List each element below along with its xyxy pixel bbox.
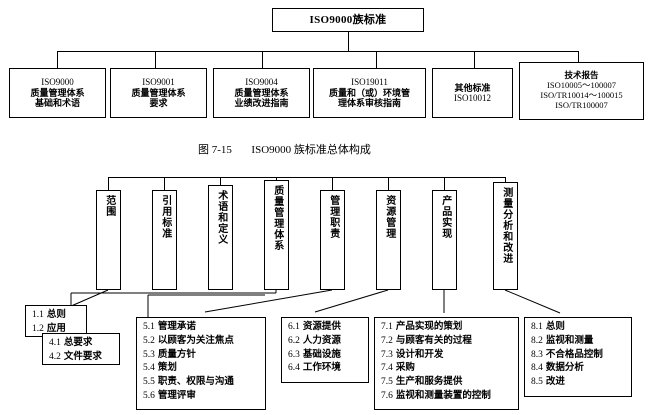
node-iso9000: ISO9000 质量管理体系 基础和术语 bbox=[9, 68, 106, 118]
node-iso9001: ISO9001 质量管理体系 要求 bbox=[110, 68, 207, 118]
root-node-label: ISO9000族标准 bbox=[309, 13, 387, 26]
clause-box-measurement-analysis-improvement: 测量分析和改进 bbox=[493, 182, 518, 290]
clause-box-quality-management-system: 质量管理体系 bbox=[264, 180, 289, 290]
caption-number: 图 7-15 bbox=[198, 144, 232, 156]
node-line: 其他标准 bbox=[454, 82, 491, 93]
clause-box-terms-and-definitions: 术语和定义 bbox=[208, 185, 233, 290]
clause-label: 引用标准 bbox=[159, 195, 171, 239]
node-line: 业绩改进指南 bbox=[234, 98, 289, 109]
caption-title: ISO9000 族标准总体构成 bbox=[251, 144, 371, 156]
node-line: ISO19011 bbox=[351, 77, 388, 88]
node-line: 基础和术语 bbox=[34, 98, 80, 109]
clause-box-normative-references: 引用标准 bbox=[152, 190, 177, 290]
drop-connector-5 bbox=[474, 51, 475, 68]
drop-connector-6 bbox=[578, 51, 579, 68]
node-line: 质量管理体系 bbox=[30, 87, 85, 98]
drop-connector-4 bbox=[376, 51, 377, 68]
vdrop-connector-1 bbox=[108, 177, 109, 190]
clause-box-product-realization: 产品实现 bbox=[432, 190, 457, 290]
node-iso19011: ISO19011 质量和（或）环境管 理体系审核指南 bbox=[313, 68, 426, 118]
clause-box-management-responsibility: 管理职责 bbox=[320, 190, 345, 290]
node-line: ISO9004 bbox=[245, 77, 278, 88]
vdrop-connector-6 bbox=[388, 177, 389, 190]
drop-connector-1 bbox=[57, 51, 58, 68]
node-technical-report: 技术报告 ISO10005～100007 ISO/TR10014～100015 … bbox=[519, 62, 644, 120]
vdrop-connector-7 bbox=[444, 177, 445, 190]
top-bus-connector bbox=[57, 51, 578, 52]
clause-label: 范围 bbox=[103, 195, 115, 217]
clause-label: 管理职责 bbox=[327, 195, 339, 239]
clause-label: 测量分析和改进 bbox=[500, 187, 512, 264]
clause-label: 术语和定义 bbox=[215, 190, 227, 245]
drop-connector-2 bbox=[155, 51, 156, 68]
node-line: 质量和（或）环境管 bbox=[328, 87, 410, 98]
clause-box-resource-management: 资源管理 bbox=[376, 190, 401, 290]
clause-box-scope: 范围 bbox=[96, 190, 121, 290]
bottom-bus-connector bbox=[108, 177, 505, 178]
node-line: ISO10005～100007 bbox=[547, 80, 616, 91]
node-line: ISO10012 bbox=[453, 93, 491, 103]
node-line: 质量管理体系 bbox=[234, 87, 289, 98]
node-line: 质量管理体系 bbox=[131, 87, 186, 98]
node-line: ISO/TR100007 bbox=[555, 99, 608, 110]
node-line: ISO9001 bbox=[142, 77, 175, 88]
clause-label: 质量管理体系 bbox=[271, 185, 283, 251]
figure-caption: 图 7-15 ISO9000 族标准总体构成 bbox=[198, 141, 371, 157]
drop-connector-3 bbox=[262, 51, 263, 68]
node-line: ISO/TR10014～100015 bbox=[540, 90, 623, 100]
node-line: 理体系审核指南 bbox=[337, 98, 401, 109]
node-line: 技术报告 bbox=[564, 70, 599, 81]
root-stem-connector bbox=[348, 32, 349, 51]
vdrop-connector-3 bbox=[220, 177, 221, 190]
node-line: 要求 bbox=[149, 98, 168, 109]
vdrop-connector-5 bbox=[332, 177, 333, 190]
clause-label: 资源管理 bbox=[383, 195, 395, 239]
node-other-standards: 其他标准 ISO10012 bbox=[432, 68, 513, 118]
node-line: ISO9000 bbox=[41, 77, 74, 88]
root-node-iso9000-family: ISO9000族标准 bbox=[272, 8, 424, 32]
clause-label: 产品实现 bbox=[439, 195, 451, 239]
vdrop-connector-2 bbox=[164, 177, 165, 190]
node-iso9004: ISO9004 质量管理体系 业绩改进指南 bbox=[213, 68, 310, 118]
